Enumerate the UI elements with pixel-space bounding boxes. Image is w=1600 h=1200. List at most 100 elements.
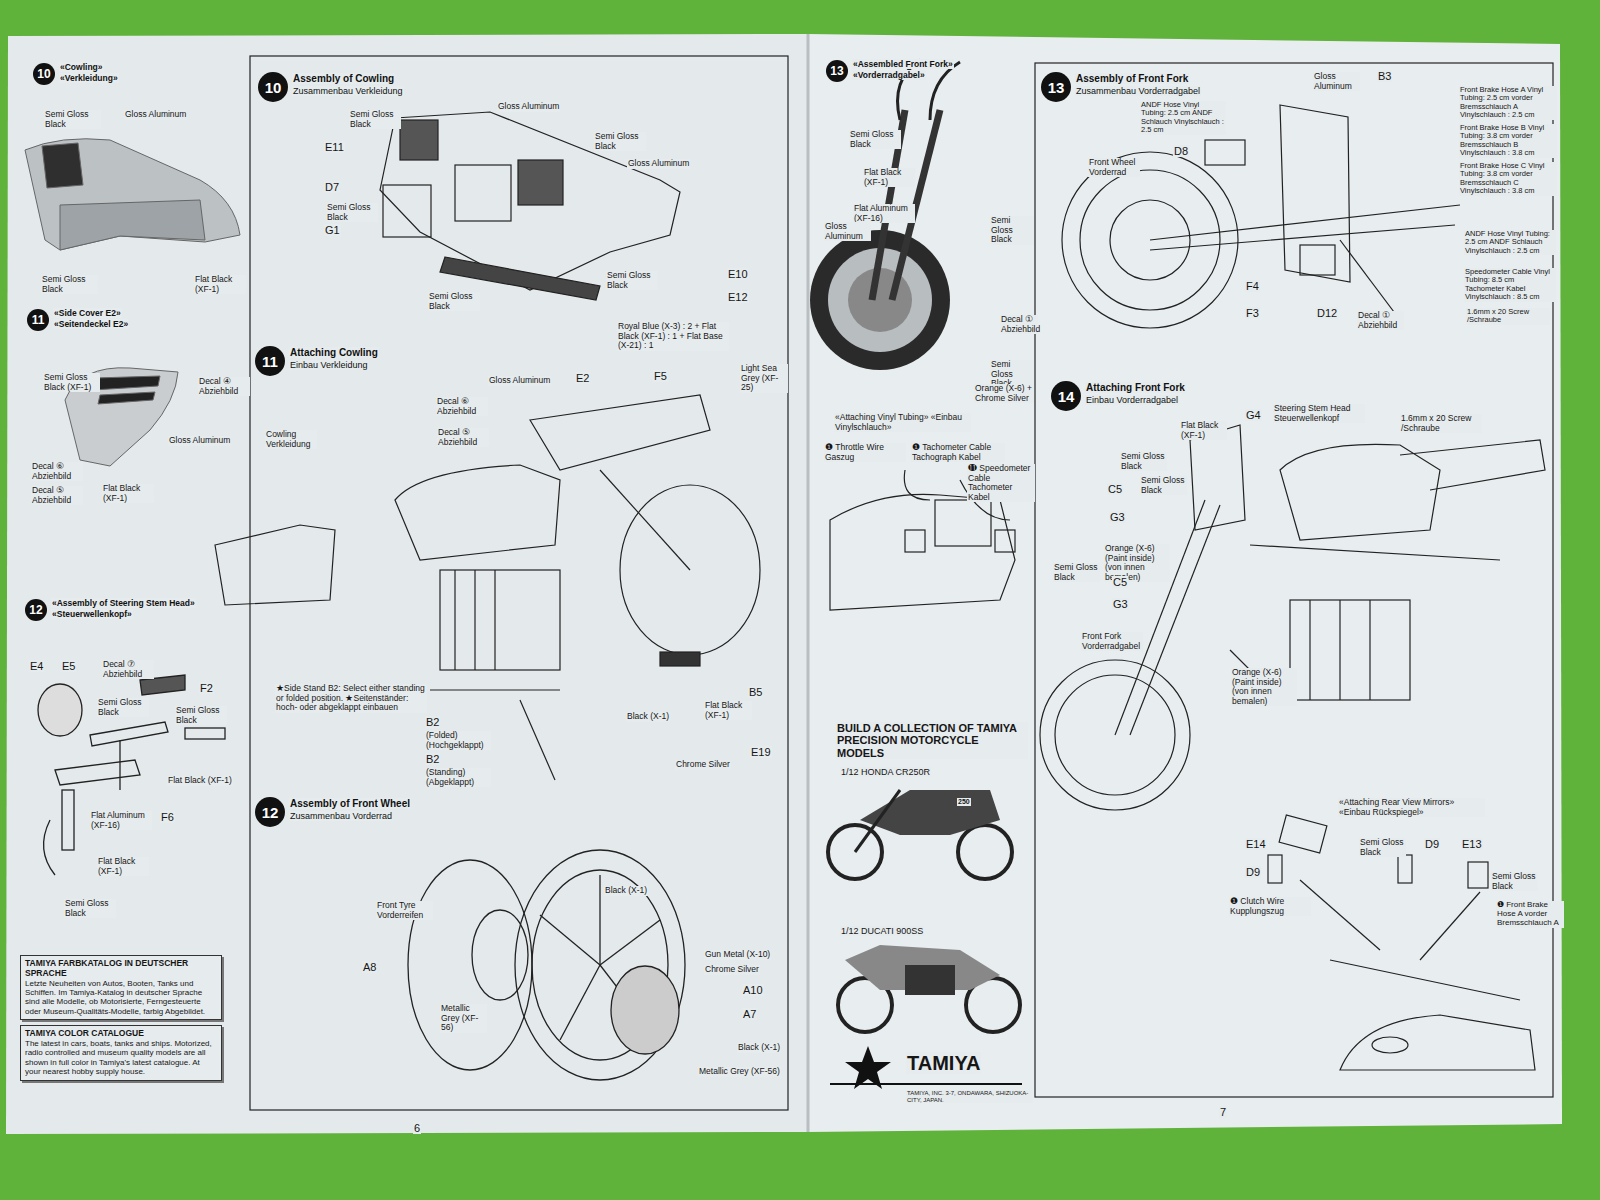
part-label: Semi Gloss Black: [594, 132, 646, 151]
part-label: 6: [413, 1122, 421, 1134]
part-label: C5: [1107, 483, 1123, 495]
part-label: Orange (X-6) + Chrome Silver: [974, 384, 1034, 403]
step-number-circle: 13Assembly of Front ForkZusammenbau Vord…: [1041, 72, 1071, 102]
step-heading: Assembly of Front Fork: [1075, 73, 1189, 84]
part-label: Black (X-1): [737, 1043, 781, 1053]
part-label: Flat Aluminum (XF-16): [90, 811, 152, 830]
part-label: Steering Stem Head Steuerwellenkopf: [1273, 404, 1365, 423]
paper: [6, 34, 1562, 1134]
part-label: Semi Gloss Black: [849, 130, 901, 149]
step-number: 10: [265, 79, 282, 96]
part-label: «Attaching Rear View Mirrors» «Einbau Rü…: [1338, 798, 1485, 817]
part-label: G1: [324, 224, 341, 236]
part-label: B5: [748, 686, 763, 698]
part-label: 1.6mm x 20 Screw /Schraube: [1400, 414, 1482, 433]
part-label: Metallic Grey (XF-56): [440, 1004, 487, 1033]
part-label: Decal ① Abziehbild: [1357, 311, 1404, 330]
part-label: 250: [957, 798, 971, 806]
step-number: 11: [32, 313, 45, 327]
step-number-circle: 10Assembly of CowlingZusammenbau Verklei…: [258, 72, 288, 102]
cowling-photo: [25, 139, 240, 250]
step-heading: Einbau Verkleidung: [289, 360, 369, 370]
box-body: Letzte Neuheiten von Autos, Booten, Tank…: [25, 979, 217, 1017]
part-label: BUILD A COLLECTION OF TAMIYA PRECISION M…: [836, 722, 1028, 759]
part-label: Cowling Verkleidung: [265, 430, 317, 449]
part-label: F5: [653, 370, 668, 382]
step-heading: «Steuerwellenkopf»: [51, 609, 133, 619]
part-label: Semi Gloss Black: [41, 275, 98, 294]
step-heading: Assembly of Cowling: [292, 73, 395, 84]
part-label: ❶ Clutch Wire Kupplungszug: [1229, 897, 1311, 916]
part-label: Gloss Aluminum: [168, 436, 231, 446]
step-heading: «Vorderradgabel»: [852, 70, 926, 80]
part-label: A7: [742, 1008, 757, 1020]
part-label: F4: [1245, 280, 1260, 292]
part-label: Semi Gloss Black: [44, 110, 101, 129]
part-label: B2: [425, 716, 440, 728]
part-label: Semi Gloss Black: [1120, 452, 1167, 471]
step-heading: «Verkleidung»: [59, 73, 119, 83]
step-heading: «Assembly of Steering Stem Head»: [51, 598, 196, 608]
part-label: 1.6mm x 20 Screw /Schraube: [1466, 308, 1550, 325]
part-label: TAMIYA: [906, 1052, 981, 1074]
part-label: Black (X-1): [604, 886, 648, 896]
part-label: Black (X-1): [626, 712, 670, 722]
part-label: F2: [199, 682, 214, 694]
part-label: ❶ Throttle Wire Gaszug: [824, 443, 906, 462]
part-label: Decal ⑥ Abziehbild: [436, 397, 488, 416]
part-label: 7: [1219, 1106, 1227, 1118]
part-label: Metallic Grey (XF-56): [698, 1067, 781, 1077]
part-label: E11: [324, 141, 345, 153]
part-label: Front Tyre Vorderreifen: [376, 901, 433, 920]
steering-stem-drawing: [38, 675, 225, 875]
honda-cr250r-photo: [828, 790, 1012, 879]
part-label: Gloss Aluminum: [488, 376, 551, 386]
part-label: Semi Gloss Black: [1359, 838, 1406, 857]
step-number-circle: 12«Assembly of Steering Stem Head»«Steue…: [25, 599, 47, 621]
step-heading: Einbau Vorderradgabel: [1085, 395, 1179, 405]
step-heading: «Seitendeckel E2»: [53, 319, 129, 329]
step-heading: «Assembled Front Fork»: [852, 59, 954, 69]
part-label: Flat Black (XF-1): [167, 776, 233, 786]
part-label: (Standing) (Abgeklappt): [425, 768, 491, 787]
step-number-circle: 14Attaching Front ForkEinbau Vorderradga…: [1051, 381, 1081, 411]
part-label: Gloss Aluminum: [124, 110, 187, 120]
part-label: Decal ① Abziehbild: [1000, 315, 1038, 334]
step-number: 12: [29, 603, 42, 617]
part-label: Semi Gloss Black: [64, 899, 116, 918]
part-label: Gloss Aluminum: [497, 102, 560, 112]
part-label: Flat Black (XF-1): [102, 484, 154, 503]
part-label: 1/12 HONDA CR250R: [840, 767, 931, 777]
part-label: C5: [1112, 576, 1128, 588]
part-label: ❶ Tachometer Cable Tachograph Kabel: [911, 443, 1005, 462]
part-label: Semi Gloss Black: [175, 706, 227, 725]
part-label: E5: [61, 660, 76, 672]
part-label: Orange (X-6) (Paint inside) (von innen b…: [1231, 668, 1297, 706]
catalogue-box: TAMIYA FARBKATALOG IN DEUTSCHER SPRACHEL…: [20, 955, 222, 1020]
part-label: F6: [160, 811, 175, 823]
part-label: Decal ④ Abziehbild: [198, 377, 250, 396]
part-label: A8: [362, 961, 377, 973]
part-label: Decal ⑤ Abziehbild: [437, 428, 489, 447]
part-label: B3: [1377, 70, 1392, 82]
step-number: 11: [262, 353, 278, 370]
part-label: Front Brake Hose B Vinyl Tubing: 3.8 cm …: [1459, 124, 1557, 158]
step-number-circle: 10«Cowling»«Verkleidung»: [33, 63, 55, 85]
box-heading: TAMIYA COLOR CATALOGUE: [25, 1029, 217, 1039]
part-label: Front Brake Hose C Vinyl Tubing: 3.8 cm …: [1459, 162, 1557, 196]
part-label: Decal ⑥ Abziehbild: [31, 462, 83, 481]
front-fork-assembly-drawing: [1062, 105, 1460, 328]
part-label: Semi Gloss Black: [97, 698, 149, 717]
part-label: B2: [425, 753, 440, 765]
part-label: Decal ⑤ Abziehbild: [31, 486, 83, 505]
part-label: (Folded) (Hochgeklappt): [425, 731, 491, 750]
part-label: Speedometer Cable Vinyl Tubing: 8.5 cm T…: [1464, 268, 1556, 302]
step-number-circle: 11«Side Cover E2»«Seitendeckel E2»: [27, 309, 49, 331]
cowling-exploded-drawing: [380, 112, 680, 300]
step-number: 13: [1048, 79, 1065, 96]
part-label: Decal ⑦ Abziehbild: [102, 660, 154, 679]
step-number: 10: [37, 67, 50, 81]
part-label: A10: [742, 984, 764, 996]
part-label: D7: [324, 181, 340, 193]
